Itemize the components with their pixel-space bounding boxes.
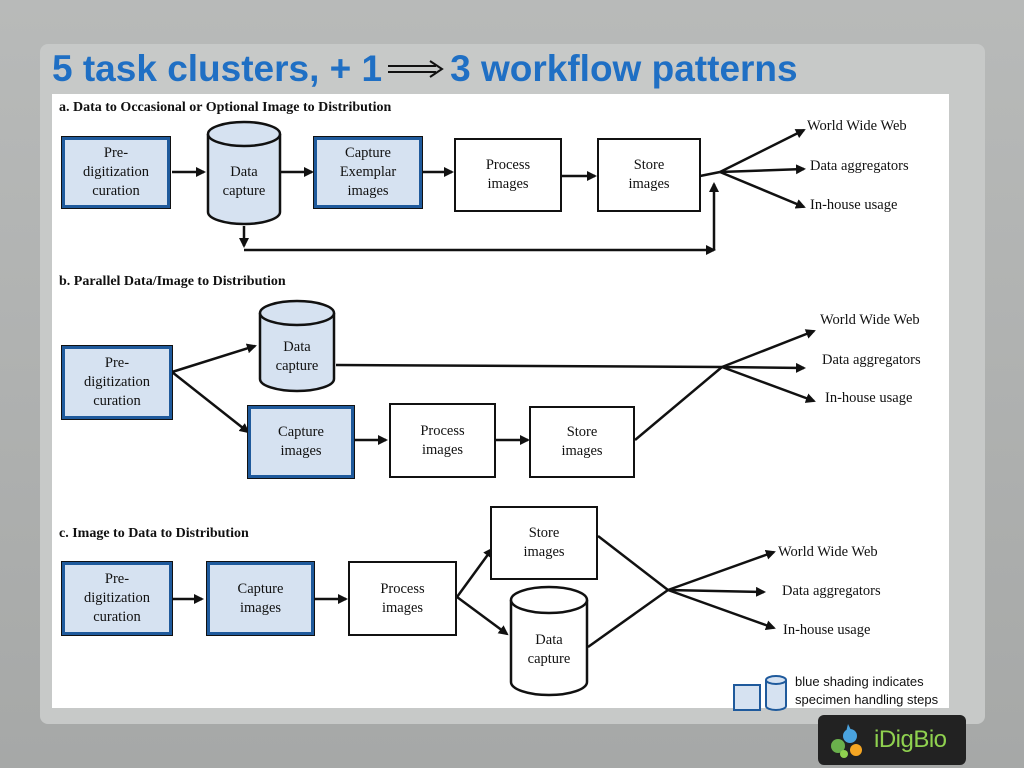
legend-shapes-icon <box>733 675 787 711</box>
slide-title: 5 task clusters, + 1 3 workflow patterns <box>52 44 798 94</box>
b-data-capture-cylinder <box>258 299 336 393</box>
c-arrow-process-data <box>456 595 509 636</box>
c-dest-inhouse: In-house usage <box>783 622 871 638</box>
c-dest-web: World Wide Web <box>778 544 878 560</box>
c-arrow-store-hub <box>597 535 669 591</box>
b-data-capture-label: Data capture <box>275 339 319 374</box>
section-b-label: b. Parallel Data/Image to Distribution <box>59 274 286 289</box>
b-arrow-house <box>721 365 816 403</box>
a-arrow-agg <box>719 164 806 175</box>
c-arrow-process-store <box>455 547 494 598</box>
idigbio-logo: iDigBio <box>818 715 966 765</box>
a-capture-exemplar-box: Capture Exemplar images <box>313 136 423 209</box>
a-store-images-box: Store images <box>597 138 701 212</box>
a-pre-digitization-box: Pre- digitization curation <box>61 136 171 209</box>
title-right: 3 workflow patterns <box>450 48 798 89</box>
a-arrow-web <box>719 128 806 174</box>
c-pre-digitization-box: Pre- digitization curation <box>61 561 173 636</box>
c-arrow-data-hub <box>587 588 669 649</box>
b-dest-inhouse: In-house usage <box>825 390 913 406</box>
a-dest-aggregators: Data aggregators <box>810 158 909 174</box>
workflow-figure: a. Data to Occasional or Optional Image … <box>52 94 949 708</box>
b-process-images-box: Process images <box>389 403 496 478</box>
b-arrow-web <box>721 329 816 369</box>
c-data-capture-label: Data capture <box>527 632 571 667</box>
b-capture-images-box: Capture images <box>247 405 355 479</box>
idigbio-logo-icon <box>831 724 862 758</box>
b-arrow-pre-data <box>171 343 257 374</box>
c-process-images-box: Process images <box>348 561 457 636</box>
b-dest-web: World Wide Web <box>820 312 920 328</box>
workflow-connectors <box>171 120 816 697</box>
section-a-label: a. Data to Occasional or Optional Image … <box>59 100 392 115</box>
a-dest-inhouse: In-house usage <box>810 197 898 213</box>
a-arrow-store-hub <box>699 170 721 178</box>
c-dest-aggregators: Data aggregators <box>782 583 881 599</box>
legend-text: blue shading indicates specimen handling… <box>795 674 939 708</box>
a-process-images-box: Process images <box>454 138 562 212</box>
c-arrow-house <box>667 588 776 631</box>
title-left: 5 task clusters, + 1 <box>52 48 383 89</box>
b-store-images-box: Store images <box>529 406 635 478</box>
c-arrow-web <box>667 549 776 592</box>
b-pre-digitization-box: Pre- digitization curation <box>61 345 173 420</box>
c-arrow-agg <box>667 586 766 597</box>
a-dest-web: World Wide Web <box>807 118 907 134</box>
logo-text: iDigBio <box>874 726 947 753</box>
b-arrow-store-hub <box>634 366 723 441</box>
b-dest-aggregators: Data aggregators <box>822 352 921 368</box>
c-capture-images-box: Capture images <box>206 561 315 636</box>
c-data-capture-cylinder <box>509 585 589 697</box>
a-arrow-house <box>719 170 806 209</box>
b-arrow-pre-capture <box>171 371 250 434</box>
b-arrow-agg <box>721 362 806 373</box>
b-arrow-data-hub <box>335 363 723 369</box>
c-store-images-box: Store images <box>490 506 598 580</box>
a-data-capture-cylinder <box>206 120 282 226</box>
a-data-capture-label: Data capture <box>222 164 266 199</box>
long-right-arrow-icon <box>388 60 444 78</box>
section-c-label: c. Image to Data to Distribution <box>59 526 249 541</box>
